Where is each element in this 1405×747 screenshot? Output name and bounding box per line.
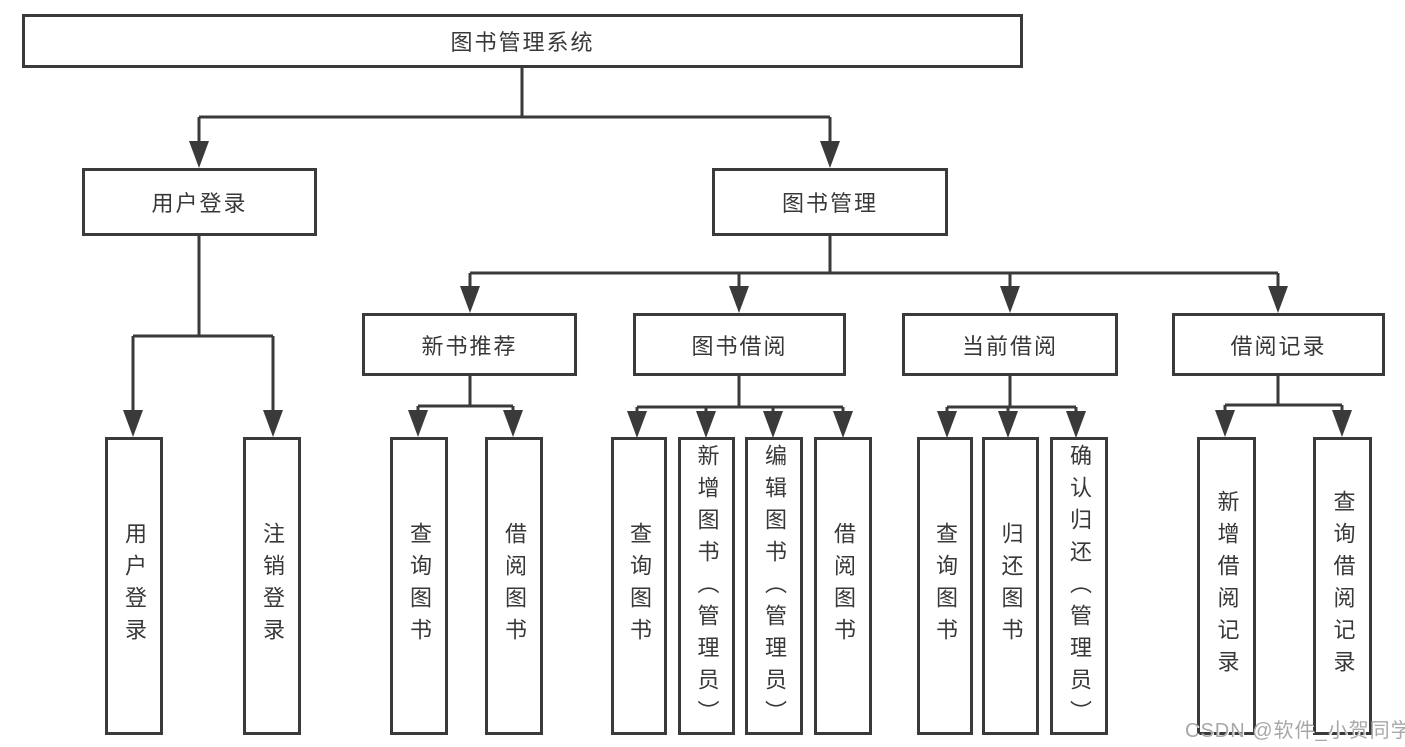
node-book-borrow: 图书借阅 [633,313,846,376]
arrow-book-management [820,141,840,168]
arrow-leaf-query-books-recommend [408,410,428,437]
arrow-user-login [189,141,209,168]
node-user-login: 用户登录 [82,168,317,236]
arrow-leaf-user-login [123,410,143,437]
arrow-leaf-borrow-books-recommend [503,410,523,437]
leaf-user-login: 用户登录 [105,437,163,735]
arrow-leaf-query-books-borrow [627,411,647,438]
arrow-leaf-borrow-books [833,411,853,438]
arrow-leaf-add-book-admin [696,411,716,438]
node-current-borrow: 当前借阅 [902,313,1118,376]
leaf-query-books-borrow: 查询图书 [611,437,667,735]
arrow-leaf-query-borrow-record [1332,410,1352,437]
leaf-return-books: 归还图书 [982,437,1039,735]
csdn-watermark: CSDN @软件_小贺同学 [1185,720,1405,742]
arrow-leaf-logout [263,410,283,437]
leaf-add-borrow-record: 新增借阅记录 [1197,437,1256,735]
leaf-add-book-admin: 新增图书（管理员） [678,437,735,735]
node-book-management: 图书管理 [712,168,948,236]
leaf-borrow-books-recommend: 借阅图书 [485,437,543,735]
arrow-leaf-add-borrow-record [1215,410,1235,437]
leaf-query-books-current: 查询图书 [917,437,973,735]
arrow-leaf-return-books [998,411,1018,438]
leaf-logout: 注销登录 [243,437,301,735]
arrow-book-borrow [729,286,749,313]
leaf-edit-book-admin: 编辑图书（管理员） [745,437,803,735]
leaf-query-borrow-record: 查询借阅记录 [1313,437,1372,735]
arrow-leaf-query-books-current [937,411,957,438]
node-borrow-records: 借阅记录 [1172,313,1385,376]
arrow-leaf-confirm-return-admin [1066,411,1086,438]
arrow-new-book-recommend [460,286,480,313]
leaf-query-books-recommend: 查询图书 [390,437,448,735]
node-library-management-system: 图书管理系统 [22,14,1023,68]
arrow-borrow-records [1268,286,1288,313]
node-new-book-recommend: 新书推荐 [362,313,577,376]
arrow-leaf-edit-book-admin [763,411,783,438]
leaf-confirm-return-admin: 确认归还（管理员） [1050,437,1108,735]
arrow-current-borrow [1000,286,1020,313]
leaf-borrow-books: 借阅图书 [814,437,872,735]
